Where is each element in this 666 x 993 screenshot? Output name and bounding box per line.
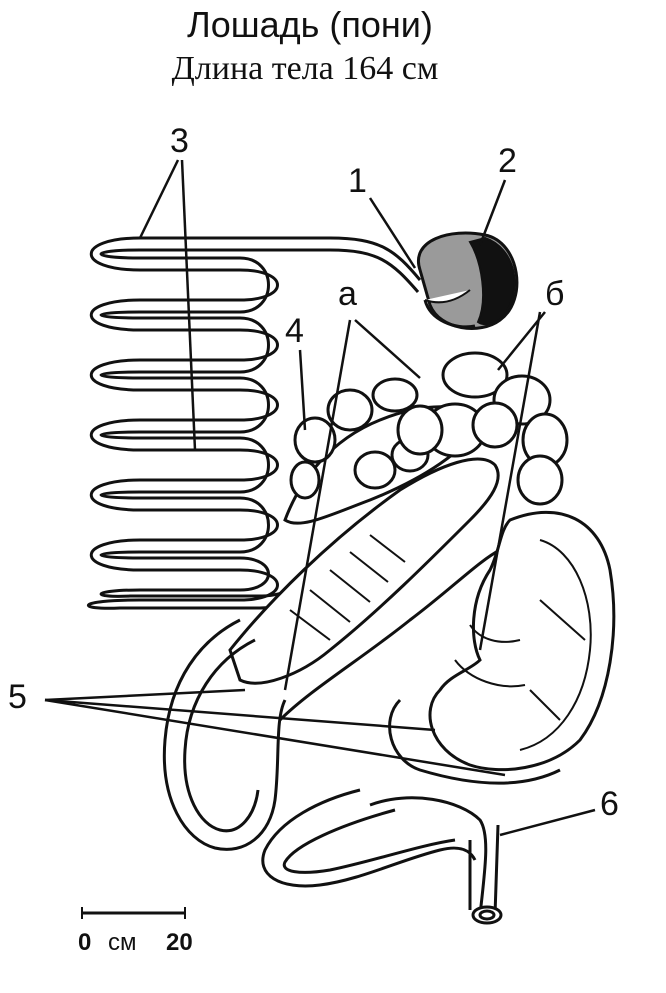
diagram-subtitle: Длина тела 164 см xyxy=(171,50,439,87)
label-1: 1 xyxy=(348,162,367,200)
label-6: 6 xyxy=(600,785,619,823)
small-colon xyxy=(261,698,561,925)
label-b: б xyxy=(545,275,564,313)
stomach xyxy=(416,231,519,330)
scale-bar: 0 см 20 xyxy=(78,907,193,956)
coiled-tube xyxy=(86,236,422,610)
label-2: 2 xyxy=(498,142,517,180)
scale-unit-label: см xyxy=(108,929,137,956)
scale-end-label: 20 xyxy=(166,929,193,956)
label-5: 5 xyxy=(8,678,27,716)
leader-lines xyxy=(44,159,596,837)
label-3: 3 xyxy=(170,122,189,160)
diagram-title: Лошадь (пони) xyxy=(187,4,433,45)
scale-start-label: 0 xyxy=(78,929,91,956)
large-colon-right-loop xyxy=(428,510,616,772)
label-4: 4 xyxy=(285,312,304,350)
label-a: а xyxy=(338,275,357,313)
large-colon-upper xyxy=(396,351,569,506)
large-colon-left-loop xyxy=(162,618,287,851)
